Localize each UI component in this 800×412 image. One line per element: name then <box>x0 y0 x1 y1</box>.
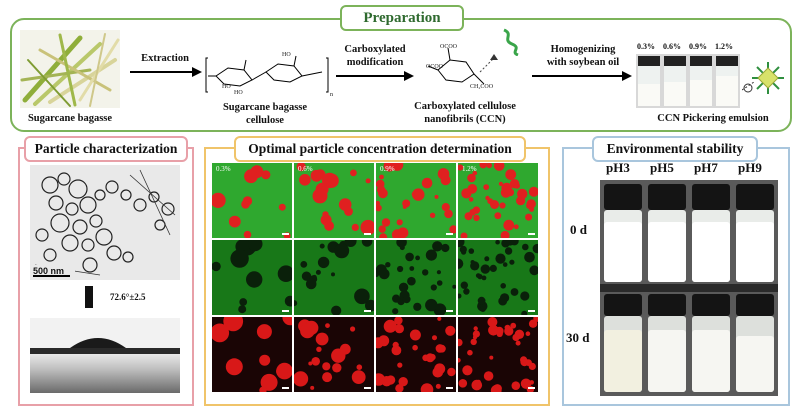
needle-icon <box>85 286 93 308</box>
ph-label: pH9 <box>738 160 762 175</box>
prep-conc-label: 0.6% <box>663 42 681 51</box>
micrograph-merged-2: 0.6% <box>294 163 374 238</box>
cellulose-structure-icon <box>205 55 329 93</box>
vial-cap <box>736 184 774 210</box>
vial-cap <box>692 184 730 210</box>
micrograph-green-channel-1 <box>212 240 292 315</box>
emulsion-layer <box>692 330 730 392</box>
environment-title: Environmental stability <box>592 136 758 162</box>
nanofibril-icon <box>503 28 519 56</box>
micrograph-scale-bar <box>364 310 371 312</box>
structure-oh-3: HO <box>282 52 291 58</box>
micrograph-merged-4: 1.2% <box>458 163 538 238</box>
prep-concentration-labels: 0.3% 0.6% 0.9% 1.2% <box>637 42 739 54</box>
micrograph-red-channel-1 <box>212 317 292 392</box>
carboxylated-label-line2: modification <box>346 57 404 68</box>
micrograph-scale-bar <box>528 233 535 235</box>
emulsion-layer <box>604 222 642 282</box>
emulsion-layer <box>692 222 730 282</box>
arrow-extraction-icon <box>130 67 202 77</box>
micrograph-red-channel-4 <box>458 317 538 392</box>
micrograph-scale-bar <box>446 310 453 312</box>
vial-cap <box>604 294 642 316</box>
ph-label: pH5 <box>650 160 674 175</box>
prep-conc-label: 0.9% <box>689 42 707 51</box>
emulsion-vials-image <box>636 54 740 108</box>
ph-label: pH7 <box>694 160 718 175</box>
emulsion-layer <box>736 222 774 282</box>
ph-labels: pH3 pH5 pH7 pH9 <box>600 160 776 176</box>
micrograph-merged-1: 0.3% <box>212 163 292 238</box>
structure-n: n <box>330 92 333 98</box>
micrograph-green-channel-4 <box>458 240 538 315</box>
micrograph-scale-bar <box>282 310 289 312</box>
micrograph-red-channel-3 <box>376 317 456 392</box>
vial-cap <box>604 184 642 210</box>
arrow-modification-icon <box>336 71 414 81</box>
micrograph-scale-bar <box>528 310 535 312</box>
micrograph-green-channel-3 <box>376 240 456 315</box>
tem-image <box>30 165 180 280</box>
structure-coo-3: CH₂COO <box>470 84 494 90</box>
ph-label: pH3 <box>606 160 630 175</box>
micrograph-scale-bar <box>282 233 289 235</box>
structure-oh-1: HO <box>222 84 231 90</box>
micrograph-concentration-label: 0.6% <box>298 165 313 173</box>
cellulose-label-line2: cellulose <box>246 115 284 126</box>
prep-conc-label: 0.3% <box>637 42 655 51</box>
contact-angle-image <box>30 318 180 393</box>
micrograph-merged-3: 0.9% <box>376 163 456 238</box>
emulsion-layer <box>736 336 774 392</box>
micrograph-scale-bar <box>446 387 453 389</box>
emulsion-layer <box>648 222 686 282</box>
day-label-30: 30 d <box>566 330 590 345</box>
ccn-label-line1: Carboxylated cellulose <box>414 101 516 112</box>
carboxylated-label-line1: Carboxylated <box>344 44 406 55</box>
emulsion-layer <box>604 330 642 392</box>
structure-coo-2: OCOO <box>426 64 444 70</box>
pickering-droplet-icon <box>742 62 784 94</box>
vial-cap <box>692 294 730 316</box>
ccn-structure-icon <box>427 47 498 85</box>
vial-cap <box>648 294 686 316</box>
homogenizing-label-line2: with soybean oil <box>546 57 620 68</box>
contact-angle-value: 72.6°±2.5 <box>110 292 146 302</box>
structure-oh-2: HO <box>234 90 243 96</box>
micrograph-concentration-label: 0.3% <box>216 165 231 173</box>
micrograph-red-channel-2 <box>294 317 374 392</box>
stability-vials-image <box>600 180 778 396</box>
homogenizing-label-line1: Homogenizing <box>550 44 616 55</box>
particle-title: Particle characterization <box>24 136 188 162</box>
micrograph-scale-bar <box>364 387 371 389</box>
extraction-label: Extraction <box>141 53 189 64</box>
micrograph-concentration-label: 0.9% <box>380 165 395 173</box>
vial-cap <box>736 294 774 316</box>
micrograph-scale-bar <box>446 233 453 235</box>
vial-cap <box>648 184 686 210</box>
sugarcane-bagasse-image <box>20 30 120 108</box>
emulsion-label: CCN Pickering emulsion <box>657 113 769 124</box>
micrograph-concentration-label: 1.2% <box>462 165 477 173</box>
preparation-title: Preparation <box>340 5 464 31</box>
cellulose-label-line1: Sugarcane bagasse <box>222 102 308 113</box>
micrograph-green-channel-2 <box>294 240 374 315</box>
raw-material-label: Sugarcane bagasse <box>27 113 113 124</box>
ccn-label-line2: nanofibrils (CCN) <box>424 114 506 125</box>
prep-conc-label: 1.2% <box>715 42 733 51</box>
micrograph-grid: 0.3% 0.6% 0.9% 1.2% <box>212 163 538 395</box>
day-label-0: 0 d <box>570 222 587 237</box>
structure-coo-1: OCOO <box>440 44 458 50</box>
micrograph-scale-bar <box>528 387 535 389</box>
emulsion-layer <box>648 330 686 392</box>
scale-bar-label: 500 nm <box>33 266 65 276</box>
micrograph-scale-bar <box>282 387 289 389</box>
arrow-homogenizing-icon <box>532 71 632 81</box>
micrograph-scale-bar <box>364 233 371 235</box>
optimal-title: Optimal particle concentration determina… <box>234 136 526 162</box>
